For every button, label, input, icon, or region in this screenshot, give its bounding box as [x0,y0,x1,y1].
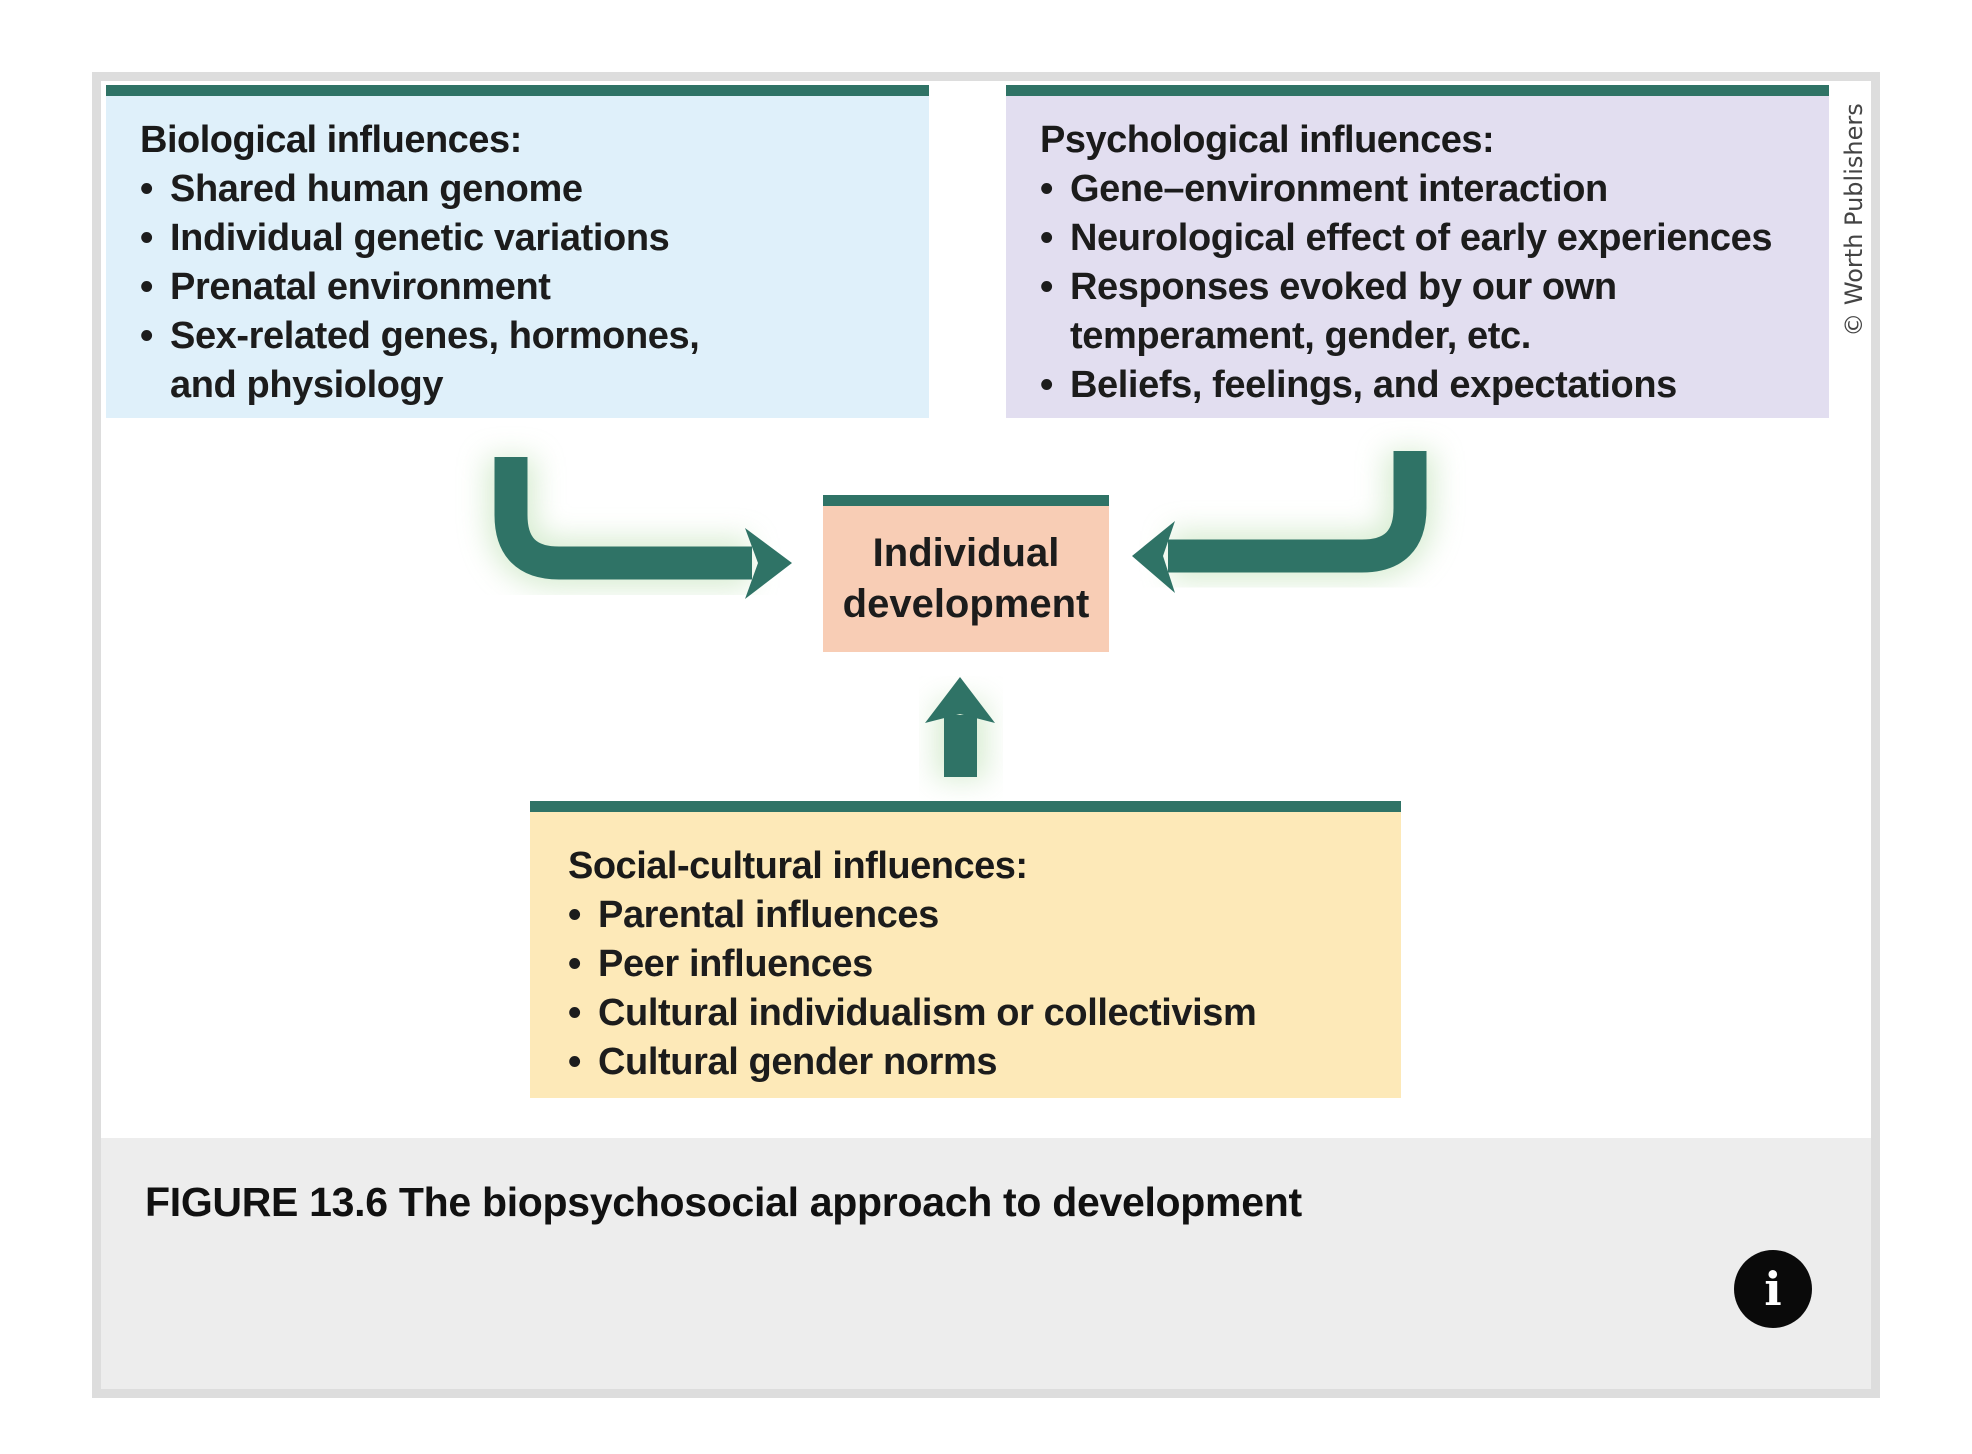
list-item: Cultural gender norms [568,1038,1401,1087]
psychological-list: Gene–environment interaction Neurologica… [1040,165,1829,410]
arrowhead-up-icon [925,677,995,723]
social-title: Social-cultural influences: [568,845,1028,887]
list-item: Neurological effect of early experiences [1040,214,1829,263]
arrowhead-left-icon [1132,521,1175,593]
list-item: Parental influences [568,891,1401,940]
biological-list: Shared human genome Individual genetic v… [140,165,929,410]
psychological-influences-box: Psychological influences: Gene–environme… [1006,85,1829,418]
caption-area: FIGURE 13.6 The biopsychosocial approach… [101,1138,1871,1389]
biological-title: Biological influences: [140,119,522,161]
list-item: Responses evoked by our own temperament,… [1040,263,1650,361]
arrow-psychological-to-center [1132,451,1435,593]
center-label: Individual development [842,531,1090,626]
list-item: Beliefs, feelings, and expectations [1040,361,1829,410]
social-cultural-influences-box: Social-cultural influences: Parental inf… [530,801,1401,1098]
list-item: Shared human genome [140,165,929,214]
individual-development-box: Individual development [823,495,1109,652]
list-item: Peer influences [568,940,1401,989]
copyright-watermark: © Worth Publishers [1840,95,1868,345]
arrow-biological-to-center [486,457,792,599]
list-item: Sex-related genes, hormones, and physiol… [140,312,730,410]
arrowhead-right-icon [745,528,792,599]
watermark-text: © Worth Publishers [1840,103,1868,337]
arrow-social-to-center [925,677,995,780]
psychological-title: Psychological influences: [1040,119,1495,161]
list-item: Individual genetic variations [140,214,929,263]
social-list: Parental influences Peer influences Cult… [568,891,1401,1087]
info-icon: i [1764,1262,1782,1316]
list-item: Cultural individualism or collectivism [568,989,1401,1038]
figure-caption: FIGURE 13.6 The biopsychosocial approach… [145,1179,1302,1225]
list-item: Prenatal environment [140,263,929,312]
biological-influences-box: Biological influences: Shared human geno… [106,85,929,418]
info-button[interactable]: i [1734,1250,1812,1328]
list-item: Gene–environment interaction [1040,165,1829,214]
